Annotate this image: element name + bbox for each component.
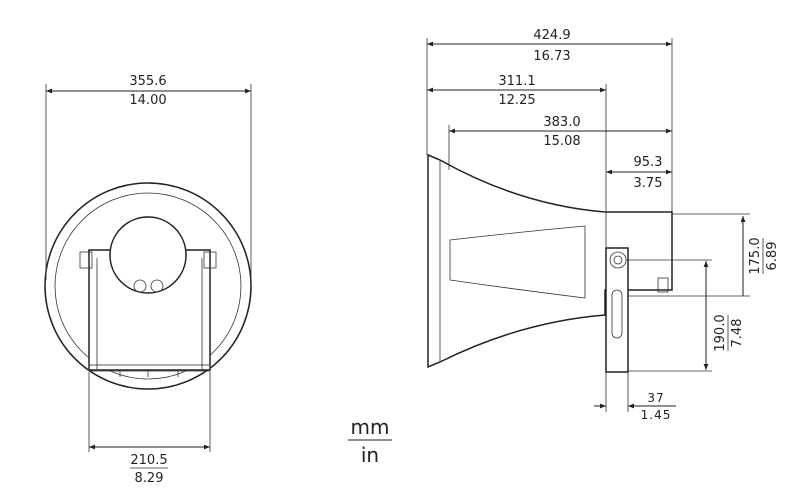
horn-inner xyxy=(449,225,586,299)
front-view: 355.6 14.00 210.5 8.29 xyxy=(44,74,252,486)
horn-length-mm: 383.0 xyxy=(543,115,580,130)
pivot-height-mm: 190.0 xyxy=(713,314,728,351)
mouth-to-bracket-in: 12.25 xyxy=(498,93,535,108)
side-view: 424.9 16.73 311.1 12.25 383.0 15.08 95.3… xyxy=(426,28,780,422)
bracket-slot xyxy=(611,289,623,339)
pivot-height-in: 7.48 xyxy=(730,319,745,348)
driver-height-mm: 175.0 xyxy=(748,237,763,274)
mouth-to-bracket-mm: 311.1 xyxy=(498,74,535,89)
unit-mm: mm xyxy=(351,415,390,439)
horn-inner-rim xyxy=(54,192,242,380)
side-bracket xyxy=(605,247,629,373)
bracket-depth-mm: 37 xyxy=(647,391,664,405)
units-legend: mm in xyxy=(348,415,392,467)
width-in: 14.00 xyxy=(129,93,166,108)
bracket-depth-in: 1.45 xyxy=(641,408,672,422)
bracket-width-in: 8.29 xyxy=(135,471,164,486)
overall-length-mm: 424.9 xyxy=(533,28,570,43)
overall-length-in: 16.73 xyxy=(533,49,570,64)
driver-length-mm: 95.3 xyxy=(634,155,663,170)
driver-height-in: 6.89 xyxy=(765,242,780,271)
width-mm: 355.6 xyxy=(129,74,166,89)
driver-length-in: 3.75 xyxy=(634,176,663,191)
driver-cap xyxy=(109,216,187,294)
bracket-width-mm: 210.5 xyxy=(130,453,167,468)
terminal xyxy=(150,279,164,293)
unit-in: in xyxy=(361,443,379,467)
terminal xyxy=(133,279,147,293)
horn-body xyxy=(427,153,673,369)
horn-length-in: 15.08 xyxy=(543,134,580,149)
